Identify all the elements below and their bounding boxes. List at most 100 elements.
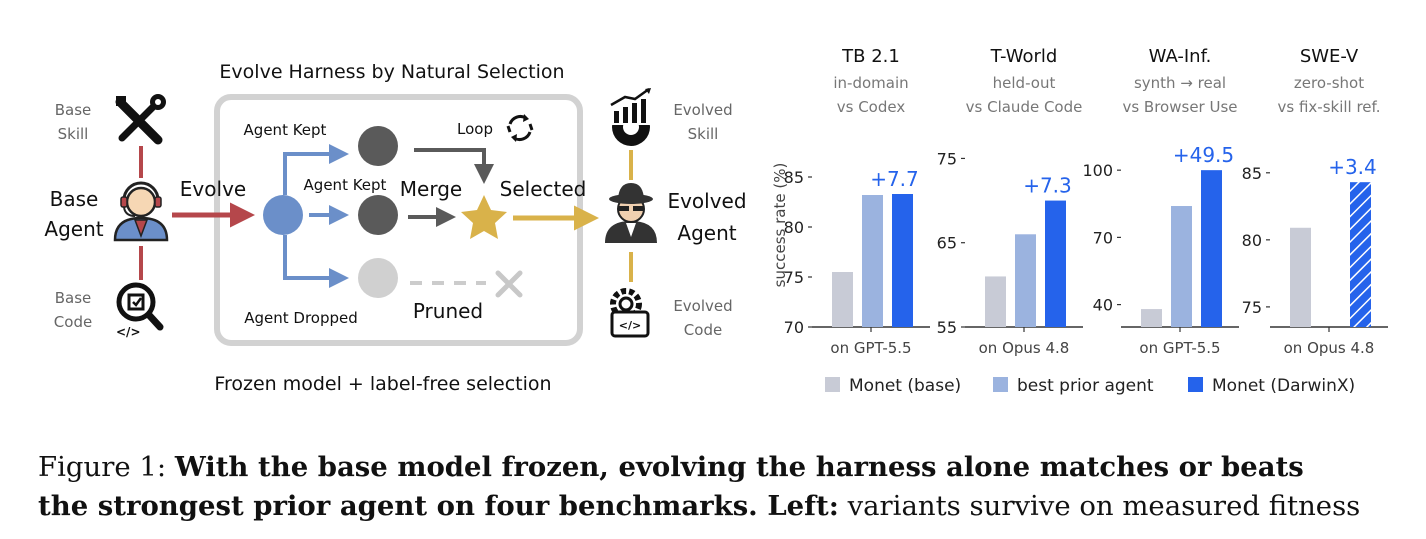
y-tick-label: 85 <box>1242 164 1262 183</box>
tools-icon <box>115 94 166 145</box>
svg-text:</>: </> <box>116 325 141 339</box>
evolution-diagram: Evolve Harness by Natural Selection Base… <box>44 61 746 395</box>
code-gear-icon: </> <box>610 288 650 338</box>
child-node-top <box>358 126 398 166</box>
panel-title: SWE-V <box>1300 46 1359 67</box>
bar-darwinx <box>1350 182 1371 327</box>
growth-gear-icon <box>609 87 653 146</box>
branch-bottom <box>283 235 349 288</box>
legend-swatch <box>1188 377 1203 392</box>
y-tick-label: 85 <box>784 168 804 187</box>
y-tick-label: 80 <box>784 218 804 237</box>
panel-subtitle: held-out <box>993 74 1056 92</box>
panel-subtitle: vs fix-skill ref. <box>1278 98 1381 116</box>
bar-base <box>832 272 853 327</box>
bar-prior <box>862 195 883 327</box>
x-axis-label: on GPT-5.5 <box>1139 339 1220 357</box>
delta-label: +3.4 <box>1328 155 1377 179</box>
figure-graphic: Evolve Harness by Natural Selection Base… <box>44 46 1388 396</box>
x-axis-label: on GPT-5.5 <box>830 339 911 357</box>
legend-swatch <box>993 377 1008 392</box>
evolved-skill-label-2: Skill <box>688 125 719 143</box>
base-skill-label-1: Base <box>55 101 92 119</box>
panel-title: T-World <box>990 46 1058 67</box>
bar-base <box>985 276 1006 327</box>
evolved-skill-label-1: Evolved <box>673 101 732 119</box>
panel-subtitle: vs Claude Code <box>966 98 1083 116</box>
evolved-agent-label-2: Agent <box>677 221 736 245</box>
y-tick-label: 75 <box>1242 298 1262 317</box>
caption-line-2: the strongest prior agent on four benchm… <box>38 487 1398 526</box>
y-tick-label: 80 <box>1242 231 1262 250</box>
parent-node <box>263 195 303 235</box>
y-tick-label: 100 <box>1082 161 1113 180</box>
support-agent-icon <box>113 181 169 242</box>
panel-subtitle: in-domain <box>833 74 908 92</box>
cross-icon <box>495 270 523 298</box>
legend-label: best prior agent <box>1017 376 1154 396</box>
panel-title: TB 2.1 <box>841 46 900 67</box>
bar-base <box>1141 309 1162 327</box>
caption-line-1: Figure 1: With the base model frozen, ev… <box>38 448 1398 487</box>
evolve-label: Evolve <box>180 177 246 201</box>
merge-arrow-top <box>414 148 494 184</box>
y-tick-label: 55 <box>937 318 957 337</box>
bar-chart: success rate (%) TB 2.1 in-domain vs Codex 7… <box>771 46 1388 396</box>
legend-label: Monet (DarwinX) <box>1212 376 1355 396</box>
selected-label: Selected <box>500 177 587 201</box>
bar-darwinx <box>892 194 913 327</box>
y-tick-label: 70 <box>1093 228 1113 247</box>
loop-label: Loop <box>457 120 493 138</box>
child-node-mid <box>358 195 398 235</box>
bar-base <box>1290 227 1311 327</box>
branch-top <box>283 144 349 195</box>
svg-text:</>: </> <box>619 319 641 332</box>
evolved-agent-label-1: Evolved <box>667 189 746 213</box>
diagram-footer: Frozen model + label-free selection <box>214 373 551 395</box>
delta-label: +49.5 <box>1173 143 1234 167</box>
x-axis-label: on Opus 4.8 <box>979 339 1070 357</box>
y-tick-label: 65 <box>937 234 957 253</box>
diagram-title: Evolve Harness by Natural Selection <box>219 61 564 83</box>
bar-prior <box>1015 234 1036 327</box>
y-tick-label: 40 <box>1093 296 1113 315</box>
agent-dropped-label: Agent Dropped <box>244 309 358 327</box>
y-tick-label: 70 <box>784 318 804 337</box>
panel-subtitle: vs Browser Use <box>1122 98 1237 116</box>
caption-left-bold: Left: <box>767 490 839 522</box>
panel-subtitle: synth → real <box>1134 74 1226 92</box>
y-axis-label: success rate (%) <box>771 163 789 288</box>
evolved-code-label-2: Code <box>684 321 722 339</box>
figure-caption: Figure 1: With the base model frozen, ev… <box>38 448 1398 539</box>
caption-bold-cont: the strongest prior agent on four benchm… <box>38 490 768 522</box>
bar-prior <box>1171 206 1192 327</box>
merge-label: Merge <box>400 177 462 201</box>
y-tick-label: 75 <box>784 268 804 287</box>
panel-title: WA-Inf. <box>1149 46 1212 67</box>
base-code-label-2: Code <box>54 313 92 331</box>
caption-label: Figure 1: <box>38 451 167 483</box>
pruned-label: Pruned <box>413 299 483 323</box>
spy-agent-icon <box>605 183 657 243</box>
delta-label: +7.7 <box>870 167 919 191</box>
base-agent-label-1: Base <box>50 187 99 211</box>
bar-darwinx <box>1201 170 1222 327</box>
loop-icon <box>506 114 534 142</box>
caption-left-text: variants survive on measured fitness <box>847 490 1361 522</box>
evolved-code-label-1: Evolved <box>673 297 732 315</box>
code-search-icon: </> <box>116 282 164 339</box>
agent-kept-top-label: Agent Kept <box>244 121 327 139</box>
legend-label: Monet (base) <box>849 376 961 396</box>
star-icon <box>461 195 507 239</box>
y-tick-label: 75 <box>937 149 957 168</box>
agent-kept-mid-label: Agent Kept <box>304 176 387 194</box>
caption-bold: With the base model frozen, evolving the… <box>174 451 1304 483</box>
panel-subtitle: vs Codex <box>837 98 906 116</box>
delta-label: +7.3 <box>1023 174 1072 198</box>
base-skill-label-2: Skill <box>58 125 89 143</box>
x-axis-label: on Opus 4.8 <box>1284 339 1375 357</box>
base-code-label-1: Base <box>55 289 92 307</box>
panel-subtitle: zero-shot <box>1294 74 1364 92</box>
child-node-dropped <box>358 258 398 298</box>
